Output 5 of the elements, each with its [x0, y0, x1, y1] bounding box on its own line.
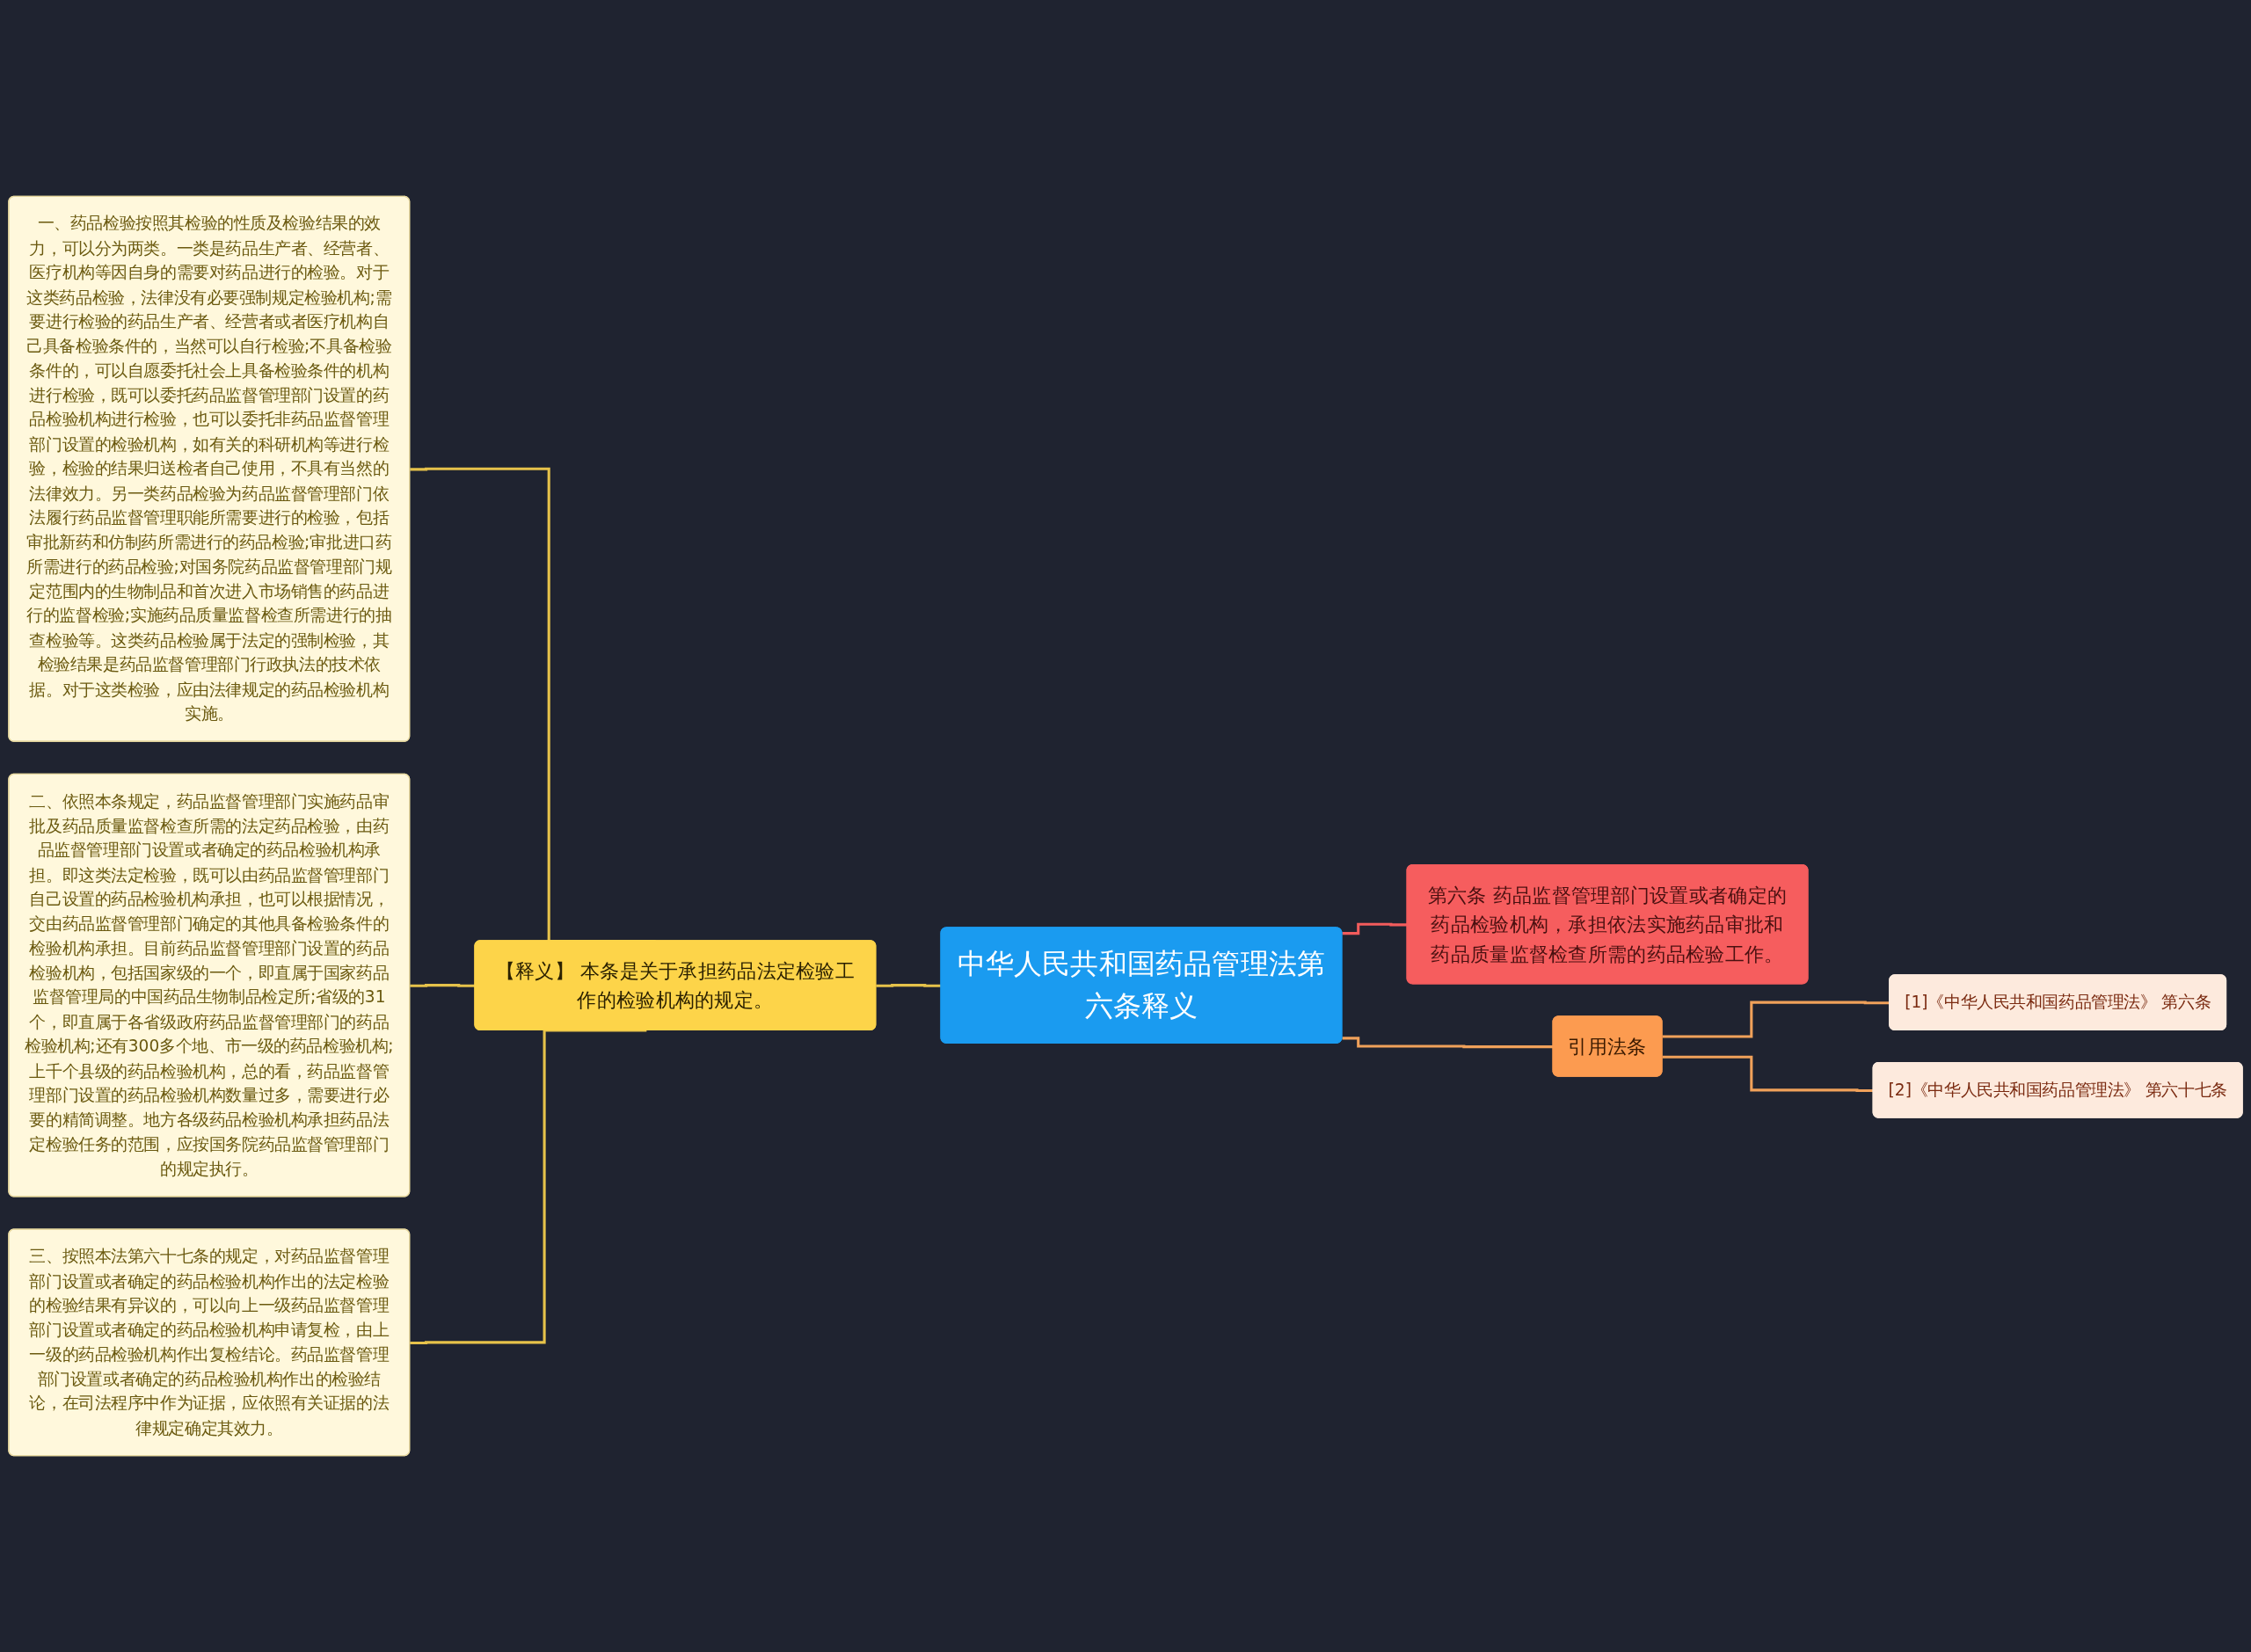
- connector: [1662, 1055, 1874, 1092]
- connector: [876, 984, 942, 987]
- connector: [1342, 1037, 1554, 1049]
- connector: [410, 1029, 647, 1345]
- connector: [1342, 922, 1408, 935]
